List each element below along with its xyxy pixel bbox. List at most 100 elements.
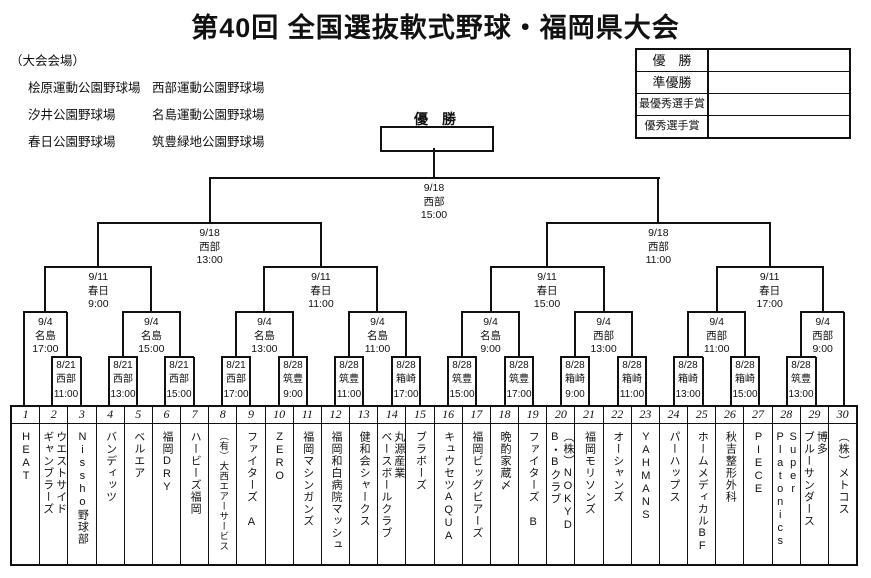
bracket-line	[730, 356, 760, 358]
bracket-line	[376, 267, 378, 312]
team-number: 25	[688, 407, 716, 424]
team-name: パーハップス	[668, 431, 681, 503]
match-time: 9:00	[565, 388, 585, 400]
match-venue: 春日	[310, 284, 332, 297]
bracket-line	[504, 357, 506, 405]
bracket-line	[391, 356, 421, 358]
match-venue: 箱崎	[735, 374, 755, 386]
venue-row: 春日公園野球場 筑豊緑地公園野球場	[10, 131, 265, 150]
bracket-line	[687, 311, 746, 313]
match-venue: 名島	[366, 329, 388, 342]
team-name: 福岡ビッグビアーズ	[470, 431, 483, 539]
match-date: 8/21	[113, 360, 133, 371]
bracket-line	[800, 311, 844, 313]
bracket-line	[164, 357, 166, 405]
match-time: 15:00	[166, 388, 192, 400]
bracket-line	[504, 356, 534, 358]
match-time: 11:00	[336, 388, 362, 400]
bracket-line	[546, 223, 548, 267]
team-number: 16	[434, 407, 462, 424]
bracket-line	[461, 312, 463, 357]
match-date: 8/21	[56, 360, 76, 371]
team-name: 福岡モリソンズ	[583, 431, 596, 515]
team-name: 博多 ブルーサンダース	[802, 431, 828, 527]
match-time: 11:00	[53, 388, 79, 400]
match-date: 8/28	[339, 360, 359, 371]
bracket-line	[164, 356, 194, 358]
bracket-line	[209, 178, 211, 223]
team-number: 12	[321, 407, 350, 424]
bracket-line	[23, 311, 67, 313]
match-time: 13:00	[590, 343, 617, 355]
match-venue: 名島	[480, 329, 502, 342]
match-date: 9/18	[423, 182, 445, 194]
match-venue: 西部	[593, 329, 615, 342]
match-date: 9/4	[144, 316, 159, 328]
venue-name: 筑豊緑地公園野球場	[152, 135, 265, 149]
match-time: 13:00	[788, 388, 814, 400]
team-name: 福岡和白病院マッシュ	[329, 431, 342, 551]
bracket-line	[122, 312, 124, 357]
bracket-line	[475, 357, 477, 405]
bracket-line	[179, 312, 181, 357]
bracket-line	[518, 312, 520, 357]
bracket-line	[51, 357, 53, 405]
bracket-line	[769, 223, 771, 267]
match-date: 9/4	[709, 316, 724, 328]
match-venue: 西部	[113, 374, 133, 386]
bracket-line	[80, 357, 82, 405]
bracket-line	[209, 177, 660, 179]
team-number: 27	[744, 407, 772, 424]
team-number: 14	[378, 407, 406, 424]
bracket-line	[221, 357, 223, 405]
bracket-line	[278, 357, 280, 405]
match-venue: 箱崎	[565, 374, 585, 386]
match-date: 8/28	[565, 360, 585, 371]
results-row-runnerup: 準優勝	[637, 71, 849, 93]
match-venue: 西部	[169, 374, 189, 386]
match-time: 11:00	[619, 388, 645, 400]
match-date: 9/4	[483, 316, 498, 328]
bracket-line	[292, 312, 294, 357]
bracket-line	[603, 267, 605, 312]
bracket-line	[235, 312, 237, 357]
bracket-line	[730, 357, 732, 405]
team-number: 5	[124, 407, 152, 424]
bracket-line	[617, 357, 619, 405]
match-venue: 春日	[87, 284, 109, 297]
team-name: HEAT	[20, 431, 33, 483]
bracket-line	[249, 357, 251, 405]
match-date: 9/4	[815, 316, 830, 328]
team-number: 29	[800, 407, 828, 424]
match-venue: 名島	[34, 329, 56, 342]
match-time: 13:00	[110, 388, 136, 400]
bracket-line	[490, 267, 492, 312]
bracket-line	[702, 357, 704, 405]
match-time: 15:00	[138, 343, 165, 355]
bracket-line	[51, 356, 81, 358]
bracket-line	[193, 357, 195, 405]
bracket-line	[687, 312, 689, 357]
results-label: 優秀選手賞	[637, 116, 709, 137]
